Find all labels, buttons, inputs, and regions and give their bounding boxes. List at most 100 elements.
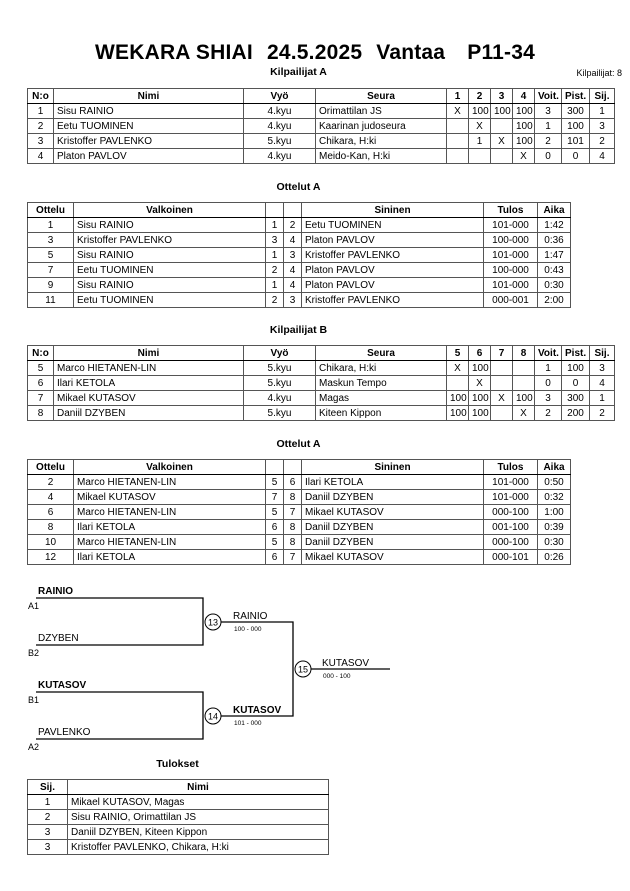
cell-vyo: 4.kyu	[243, 103, 316, 119]
cell-n1: 1	[265, 247, 284, 263]
cell-blue: Daniil DZYBEN	[301, 489, 484, 505]
matches-a-table-wrap: Ottelu Valkoinen Sininen Tulos Aika 1 Si…	[27, 202, 571, 308]
bracket-node-score-14: 101 - 000	[234, 720, 262, 727]
col-valkoinen: Valkoinen	[73, 459, 266, 475]
table-row: 8 Daniil DZYBEN 5.kyu Kiteen Kippon 100 …	[27, 405, 615, 421]
cell-aika: 0:30	[537, 277, 571, 293]
cell-pist: 200	[561, 405, 590, 421]
results-table: Sij. Nimi 1 Mikael KUTASOV, Magas 2 Sisu…	[27, 779, 329, 855]
cell-sij: 2	[589, 405, 615, 421]
col-no: N:o	[27, 345, 54, 361]
col-ottelu: Ottelu	[27, 459, 74, 475]
table-row: 7 Mikael KUTASOV 4.kyu Magas 100 100 X 1…	[27, 390, 615, 406]
cell-m7: X	[490, 390, 513, 406]
cell-sij: 3	[589, 360, 615, 376]
cell-n2: 3	[283, 247, 302, 263]
col-m5: 5	[446, 345, 469, 361]
cell-n1: 6	[265, 519, 284, 535]
col-m2: 2	[468, 88, 491, 104]
cell-sij: 3	[589, 118, 615, 134]
cell-voit: 3	[534, 103, 562, 119]
cell-ottelu: 1	[27, 217, 74, 233]
table-row: 3 Kristoffer PAVLENKO 3 4 Platon PAVLOV …	[27, 232, 571, 248]
cell-ottelu: 3	[27, 232, 74, 248]
cell-vyo: 5.kyu	[243, 375, 316, 391]
pool-a-table: N:o Nimi Vyö Seura 1 2 3 4 Voit. Pist. S…	[27, 88, 615, 164]
cell-nimi: Daniil DZYBEN	[53, 405, 244, 421]
cell-n2: 2	[283, 217, 302, 233]
table-header-row: Ottelu Valkoinen Sininen Tulos Aika	[27, 202, 571, 218]
bracket-node-number-13: 13	[208, 618, 218, 628]
cell-tulos: 001-100	[483, 519, 538, 535]
cell-no: 5	[27, 360, 54, 376]
cell-aika: 0:30	[537, 534, 571, 550]
col-m4: 4	[512, 88, 535, 104]
cell-sij: 3	[27, 839, 68, 855]
cell-no: 3	[27, 133, 54, 149]
cell-m5: 100	[446, 405, 469, 421]
cell-n2: 8	[283, 534, 302, 550]
cell-tulos: 101-000	[483, 474, 538, 490]
cell-tulos: 101-000	[483, 277, 538, 293]
cell-m3: X	[490, 133, 513, 149]
cell-blue: Platon PAVLOV	[301, 277, 484, 293]
bracket-slot-name-1: RAINIO	[38, 586, 73, 597]
cell-nimi: Mikael KUTASOV, Magas	[67, 794, 329, 810]
col-m6: 6	[468, 345, 491, 361]
cell-m6: X	[468, 375, 491, 391]
cell-n1: 6	[265, 549, 284, 565]
cell-m1	[446, 118, 469, 134]
elimination-bracket: RAINIO A1 DZYBEN B2 KUTASOV B1 PAVLENKO …	[0, 578, 630, 763]
results-caption: Tulokset	[156, 758, 199, 770]
table-row: 11 Eetu TUOMINEN 2 3 Kristoffer PAVLENKO…	[27, 292, 571, 308]
cell-voit: 0	[534, 148, 562, 164]
col-m1: 1	[446, 88, 469, 104]
pool-a-section: Kilpailijat A	[27, 66, 570, 78]
cell-n1: 1	[265, 277, 284, 293]
col-vyo: Vyö	[243, 345, 316, 361]
table-row: 2 Sisu RAINIO, Orimattilan JS	[27, 809, 329, 825]
cell-vyo: 4.kyu	[243, 390, 316, 406]
cell-aika: 1:42	[537, 217, 571, 233]
cell-m2: 100	[468, 103, 491, 119]
pool-b-caption: Kilpailijat B	[269, 324, 328, 336]
cell-tulos: 101-000	[483, 217, 538, 233]
table-header-row: N:o Nimi Vyö Seura 5 6 7 8 Voit. Pist. S…	[27, 345, 615, 361]
cell-aika: 0:43	[537, 262, 571, 278]
cell-nimi: Kristoffer PAVLENKO	[53, 133, 244, 149]
cell-vyo: 4.kyu	[243, 148, 316, 164]
cell-voit: 2	[534, 133, 562, 149]
cell-blue: Kristoffer PAVLENKO	[301, 292, 484, 308]
matches-a-caption: Ottelut A	[276, 181, 321, 193]
cell-n1: 3	[265, 232, 284, 248]
cell-vyo: 5.kyu	[243, 133, 316, 149]
col-sij: Sij.	[27, 779, 68, 795]
cell-tulos: 100-000	[483, 262, 538, 278]
table-row: 5 Marco HIETANEN-LIN 5.kyu Chikara, H:ki…	[27, 360, 615, 376]
col-sininen: Sininen	[301, 202, 484, 218]
cell-white: Eetu TUOMINEN	[73, 292, 266, 308]
cell-white: Marco HIETANEN-LIN	[73, 474, 266, 490]
table-header-row: Sij. Nimi	[27, 779, 329, 795]
cell-blue: Eetu TUOMINEN	[301, 217, 484, 233]
cell-m4: X	[512, 148, 535, 164]
title-category: P11-34	[467, 41, 535, 64]
table-row: 6 Ilari KETOLA 5.kyu Maskun Tempo X 0 0 …	[27, 375, 615, 391]
cell-no: 6	[27, 375, 54, 391]
table-row: 5 Sisu RAINIO 1 3 Kristoffer PAVLENKO 10…	[27, 247, 571, 263]
cell-m4: 100	[512, 118, 535, 134]
col-sij: Sij.	[589, 88, 615, 104]
col-no: N:o	[27, 88, 54, 104]
cell-pist: 100	[561, 118, 590, 134]
cell-n2: 8	[283, 489, 302, 505]
table-row: 6 Marco HIETANEN-LIN 5 7 Mikael KUTASOV …	[27, 504, 571, 520]
cell-aika: 1:47	[537, 247, 571, 263]
table-row: 3 Kristoffer PAVLENKO, Chikara, H:ki	[27, 839, 329, 855]
cell-seura: Kiteen Kippon	[315, 405, 447, 421]
col-seura: Seura	[315, 88, 447, 104]
col-voit: Voit.	[534, 345, 562, 361]
cell-ottelu: 9	[27, 277, 74, 293]
cell-pist: 0	[561, 148, 590, 164]
cell-sij: 1	[589, 390, 615, 406]
cell-tulos: 101-000	[483, 489, 538, 505]
